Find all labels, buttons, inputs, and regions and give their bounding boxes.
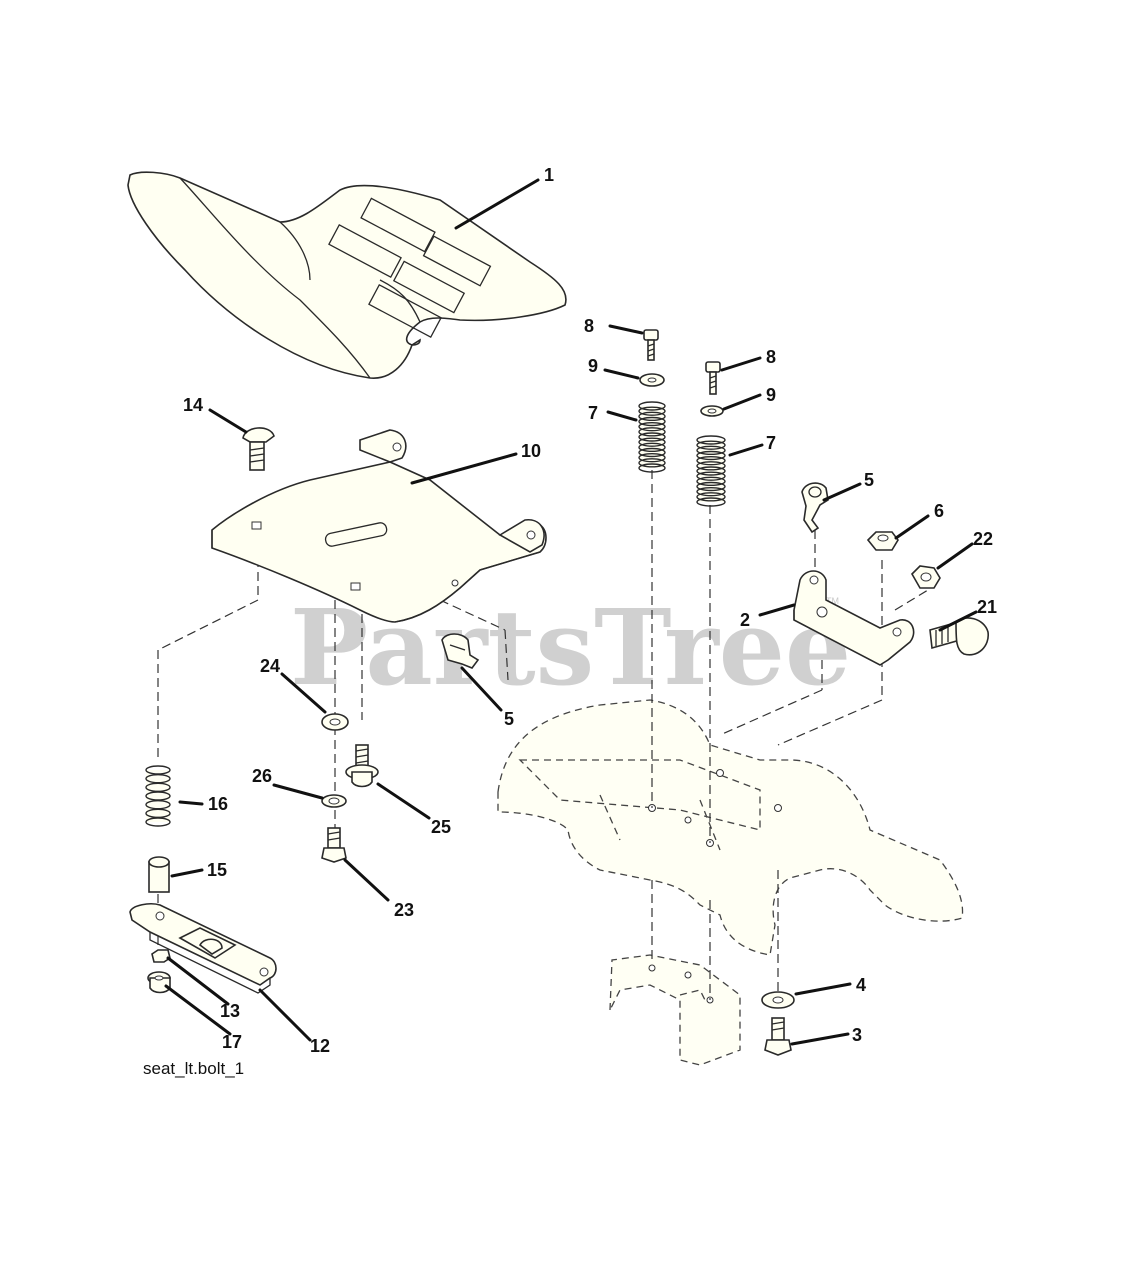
callout-8-left: 8 [584,316,594,336]
callout-2: 2 [740,610,750,630]
callout-15: 15 [207,860,227,880]
flange-bolt-25 [345,744,379,788]
hex-bolt-23 [321,827,347,863]
hex-bolt-3 [764,1017,792,1056]
compression-spring-16 [145,765,171,827]
flat-washer-24 [321,713,349,731]
callout-6: 6 [934,501,944,521]
spring-right [696,435,726,507]
shoulder-bolt-right [705,361,721,395]
hex-nut-6 [866,531,899,551]
adjustment-knob [929,617,989,656]
callout-21: 21 [977,597,997,617]
retainer-clip-lower [441,633,480,669]
flat-washer-4 [761,991,795,1009]
washer-left [639,373,665,387]
spring-left [638,401,666,473]
callout-9-left: 9 [588,356,598,376]
callout-5-lower: 5 [504,709,514,729]
callout-17: 17 [222,1032,242,1052]
callout-7-left: 7 [588,403,598,423]
tractor-frame-ghost [497,699,964,1066]
washer-right [700,405,724,417]
retainer-clip-upper [801,482,829,534]
seat-bracket [793,570,915,666]
callout-9-right: 9 [766,385,776,405]
hex-nut-22 [911,565,941,589]
shoulder-bolt-left [643,329,659,361]
callout-10: 10 [521,441,541,461]
hex-nut-13 [151,949,171,963]
callout-1: 1 [544,165,554,185]
flange-nut-17 [147,971,171,994]
diagram-caption: seat_lt.bolt_1 [143,1059,244,1078]
callout-12: 12 [310,1036,330,1056]
callout-4: 4 [856,975,866,995]
callout-22: 22 [973,529,993,549]
callout-16: 16 [208,794,228,814]
callout-5-upper: 5 [864,470,874,490]
spacer-15 [148,856,170,893]
seat-pan [211,429,547,623]
seat [127,171,567,379]
leader-lines [164,178,978,1046]
callout-3: 3 [852,1025,862,1045]
callout-8-right: 8 [766,347,776,367]
callout-26: 26 [252,766,272,786]
callout-7-right: 7 [766,433,776,453]
callout-25: 25 [431,817,451,837]
callout-24: 24 [260,656,280,676]
lock-washer-26 [321,794,347,808]
callout-23: 23 [394,900,414,920]
callout-14: 14 [183,395,203,415]
callout-labels: 1 2 3 4 5 5 6 7 7 8 8 9 9 10 12 13 14 15… [183,165,997,1056]
carriage-bolt [242,427,275,471]
trademark-mark: TM [826,596,839,606]
callout-13: 13 [220,1001,240,1021]
slide-plate [129,903,277,994]
